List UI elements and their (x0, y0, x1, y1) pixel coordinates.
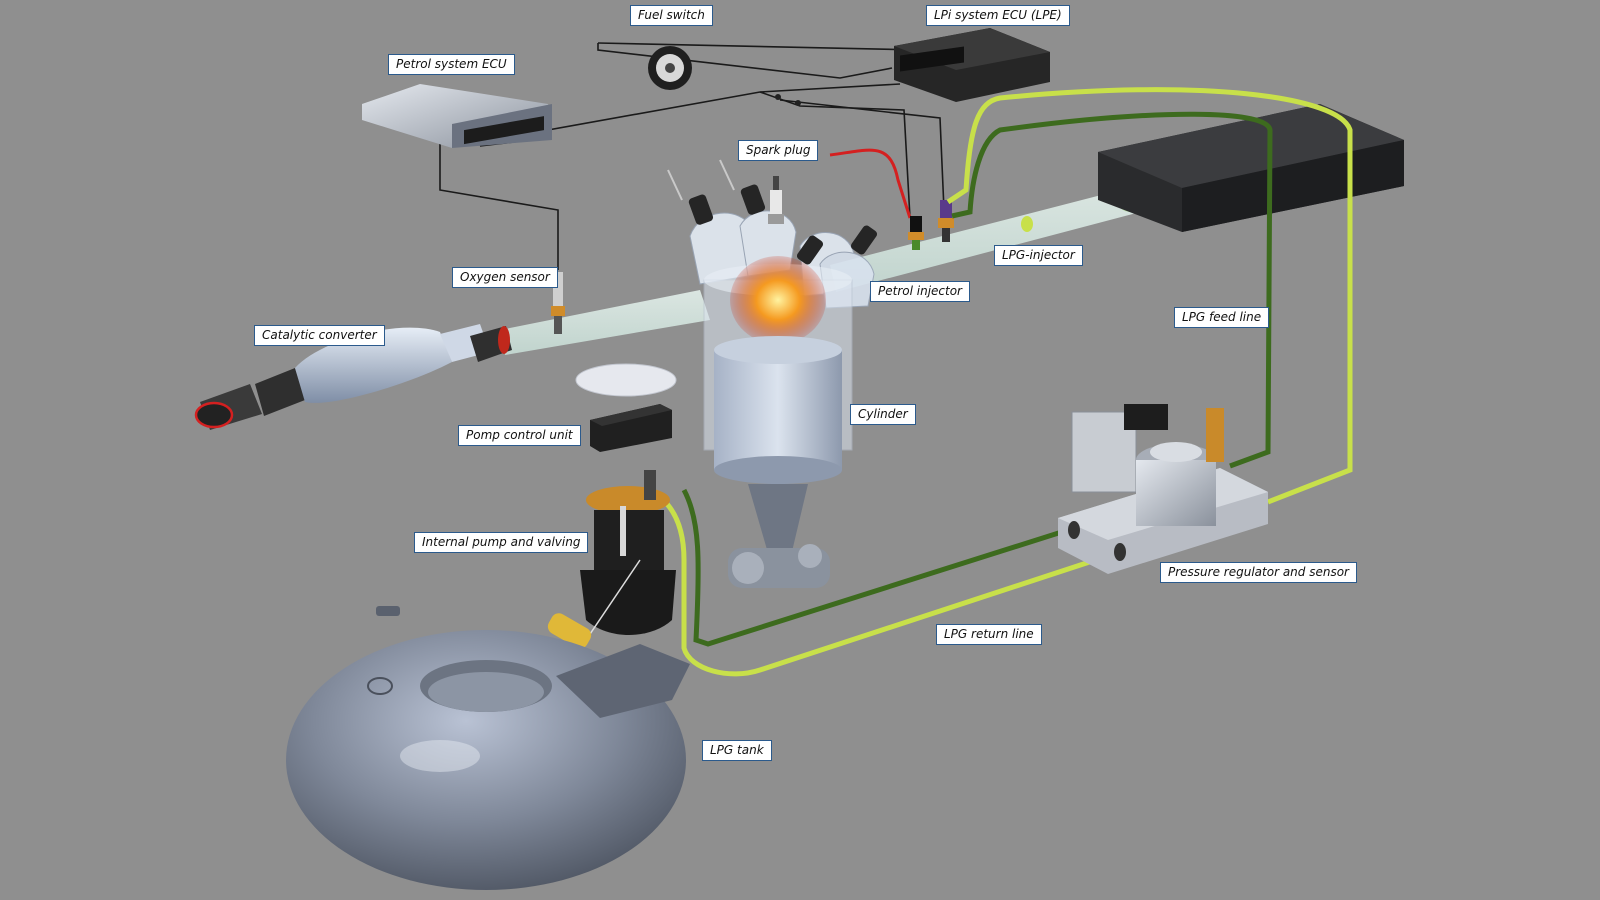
label-oxygen-sensor: Oxygen sensor (452, 267, 558, 288)
label-internal-pump: Internal pump and valving (414, 532, 589, 553)
lpg-return-line-path (681, 488, 1069, 647)
cylinder-part (703, 256, 853, 588)
lpg-return-pipe (951, 111, 1273, 469)
ignition-wire (829, 148, 912, 219)
label-lpi-ecu: LPi system ECU (LPE) (926, 5, 1070, 26)
label-pomp-control-unit: Pomp control unit (458, 425, 581, 446)
label-cylinder: Cylinder (850, 404, 916, 425)
pomp-control-unit-part (575, 363, 677, 452)
lpg-feed-pipe (946, 87, 1353, 505)
lpg-tank-part (286, 606, 690, 890)
air-filter-box (1098, 104, 1404, 232)
pressure-regulator-part (1058, 404, 1268, 574)
label-lpg-return-line: LPG return line (936, 624, 1042, 645)
exhaust-pipe (500, 290, 710, 355)
lpg-feed-line-path (648, 487, 1121, 677)
lpi-ecu-part (894, 28, 1050, 102)
label-lpg-feed-line: LPG feed line (1174, 307, 1270, 328)
throttle-flap (1021, 216, 1033, 232)
spark-plug-part (768, 176, 784, 224)
label-lpg-tank: LPG tank (702, 740, 772, 761)
lpg-injector-part (938, 200, 954, 242)
label-spark-plug: Spark plug (738, 140, 819, 161)
wire-junction (775, 94, 781, 100)
petrol-injector-part (908, 216, 924, 250)
intake-pipe (830, 185, 1148, 292)
wire-junction (795, 100, 801, 106)
label-petrol-injector: Petrol injector (870, 281, 970, 302)
oxygen-sensor-part (551, 272, 565, 334)
catalytic-converter-part (194, 324, 512, 430)
petrol-ecu-part (362, 84, 552, 148)
label-petrol-ecu: Petrol system ECU (388, 54, 515, 75)
label-fuel-switch: Fuel switch (630, 5, 713, 26)
label-lpg-injector: LPG-injector (994, 245, 1083, 266)
internal-pump-part (547, 470, 676, 649)
fuel-switch-part (648, 46, 692, 90)
label-pressure-regulator: Pressure regulator and sensor (1160, 562, 1357, 583)
label-catalytic-converter: Catalytic converter (254, 325, 385, 346)
